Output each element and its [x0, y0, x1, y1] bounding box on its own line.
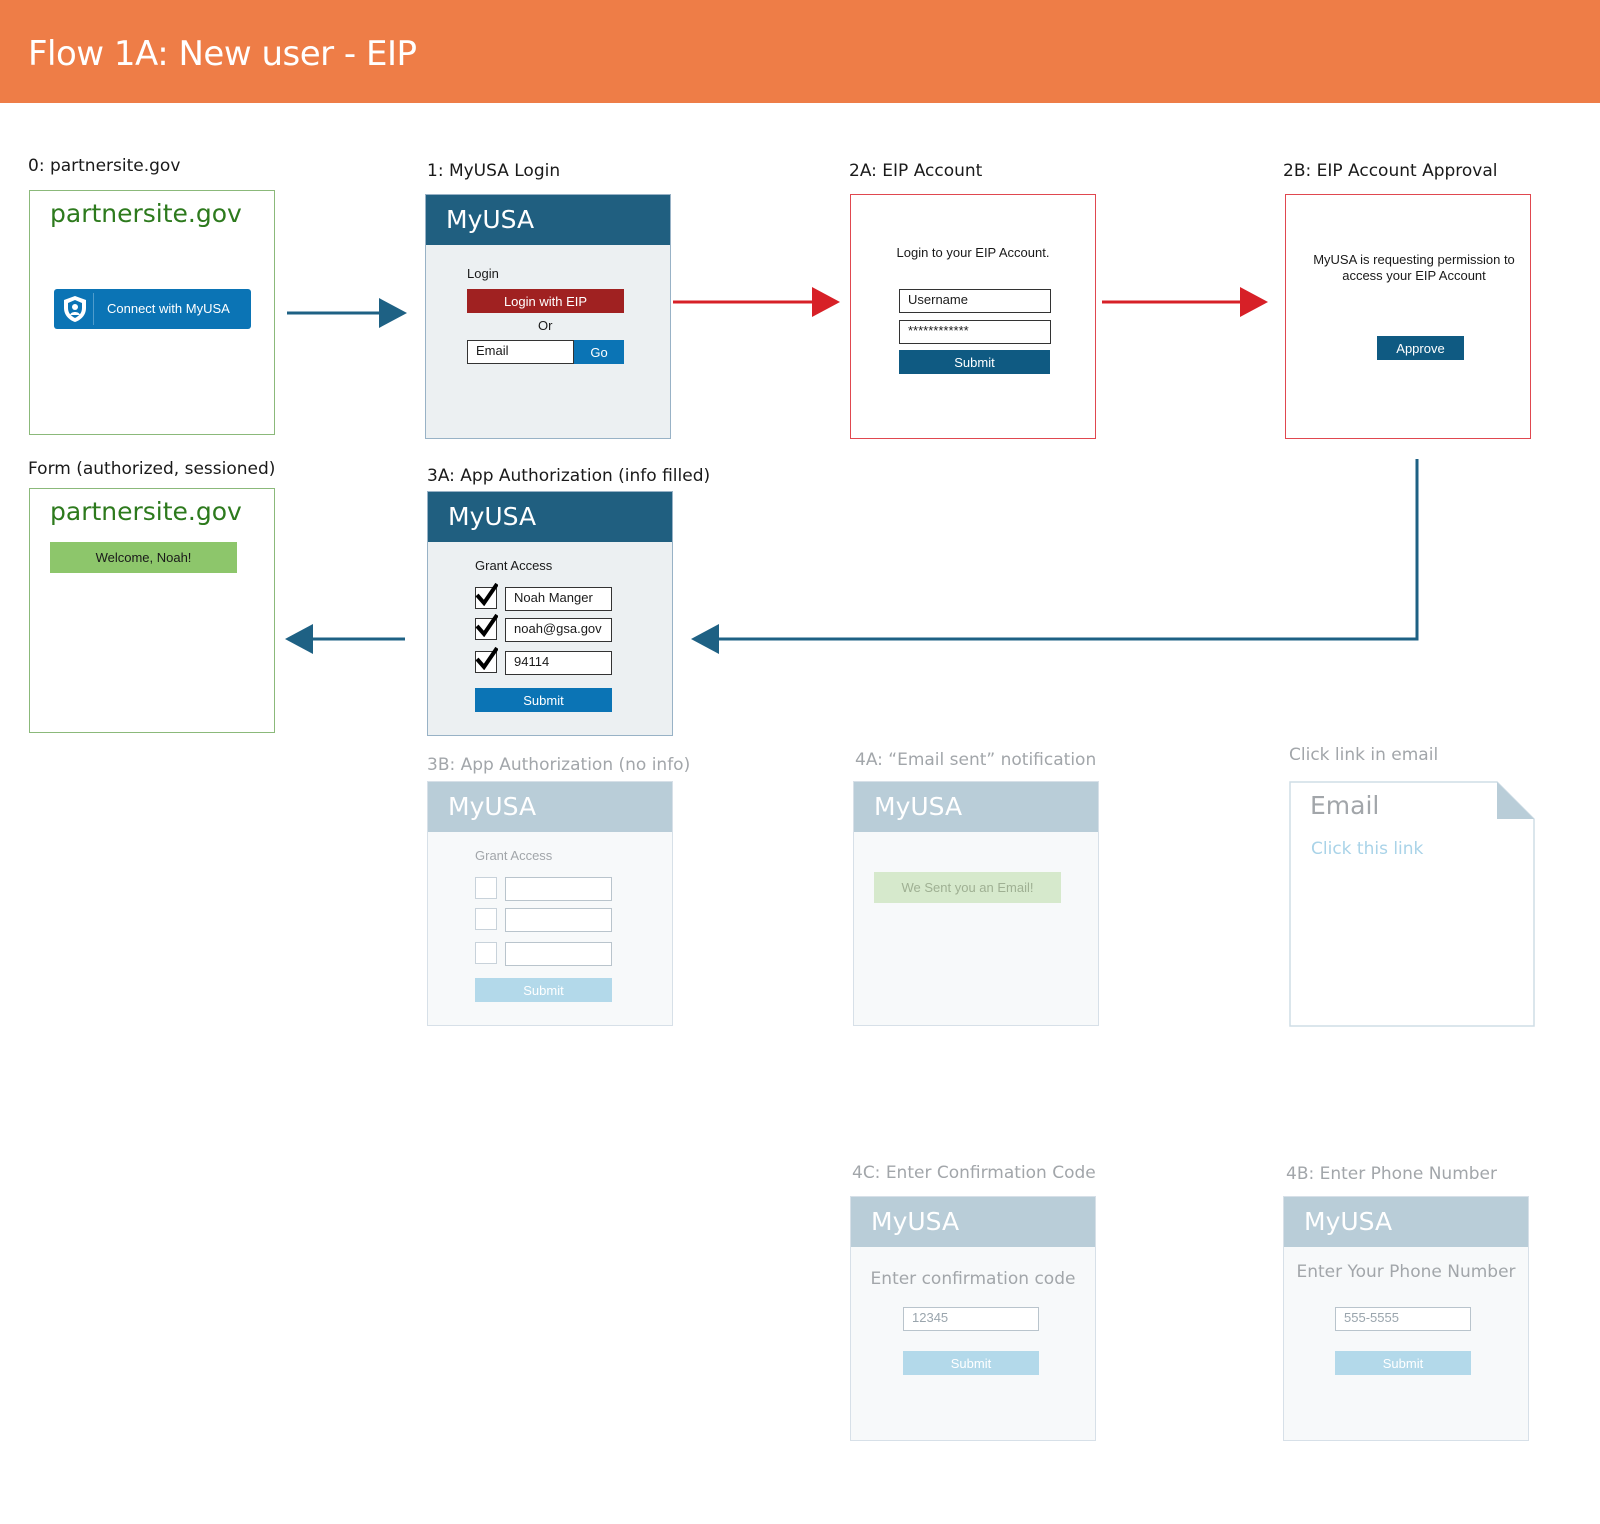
myusa-logo: MyUSA — [446, 205, 535, 234]
grant-zip-checkbox[interactable] — [475, 942, 497, 964]
myusa-brand-bar: MyUSA — [428, 492, 672, 542]
shield-icon — [60, 293, 90, 325]
phone-number-field[interactable]: 555-5555 — [1335, 1307, 1471, 1331]
step-4c-label: 4C: Enter Confirmation Code — [852, 1163, 1096, 1183]
step-3b-app-authorization: MyUSA Grant Access Submit — [427, 781, 673, 1026]
grant-email-checkbox[interactable] — [475, 908, 497, 930]
login-heading: Login — [467, 266, 499, 281]
confirmation-prompt: Enter confirmation code — [870, 1269, 1076, 1289]
grant-email-field[interactable]: noah@gsa.gov — [505, 618, 612, 642]
eip-submit-button[interactable]: Submit — [899, 350, 1050, 374]
step-1-label: 1: MyUSA Login — [427, 161, 561, 181]
login-with-eip-button[interactable]: Login with EIP — [467, 289, 624, 313]
form-partner-site: partnersite.gov Welcome, Noah! — [29, 488, 275, 733]
go-button[interactable]: Go — [574, 340, 624, 364]
email-document: Email Click this link — [1289, 781, 1535, 1027]
phone-submit-button[interactable]: Submit — [1335, 1351, 1471, 1375]
step-4c-confirmation-code: MyUSA Enter confirmation code 12345 Subm… — [850, 1196, 1096, 1441]
grant-zip-field[interactable]: 94114 — [505, 651, 612, 675]
grant-submit-button[interactable]: Submit — [475, 978, 612, 1002]
connect-myusa-button[interactable]: Connect with MyUSA — [54, 289, 251, 329]
myusa-brand-bar: MyUSA — [1284, 1197, 1528, 1247]
step-4a-email-sent: MyUSA We Sent you an Email! — [853, 781, 1099, 1026]
email-sent-notice: We Sent you an Email! — [874, 872, 1061, 903]
grant-name-checkbox[interactable] — [475, 877, 497, 899]
permission-message: MyUSA is requesting permission to access… — [1296, 252, 1532, 284]
myusa-brand-bar: MyUSA — [428, 782, 672, 832]
myusa-logo: MyUSA — [448, 502, 537, 531]
site-logo[interactable]: partnersite.gov — [50, 497, 242, 526]
arrow-2a-to-2b — [1102, 287, 1268, 317]
step-3a-label: 3A: App Authorization (info filled) — [427, 466, 711, 486]
myusa-logo: MyUSA — [1304, 1207, 1393, 1236]
eip-login-prompt: Login to your EIP Account. — [896, 245, 1050, 260]
myusa-brand-bar: MyUSA — [854, 782, 1098, 832]
confirmation-code-field[interactable]: 12345 — [903, 1307, 1039, 1331]
document-icon — [1289, 781, 1535, 1027]
or-text: Or — [538, 318, 553, 333]
approve-button[interactable]: Approve — [1377, 336, 1464, 360]
form-label: Form (authorized, sessioned) — [28, 459, 276, 479]
arrow-0-to-1 — [287, 298, 407, 328]
permission-message-line-1: MyUSA is requesting permission to — [1313, 252, 1515, 267]
grant-email-checkbox[interactable] — [475, 613, 498, 640]
step-3a-app-authorization: MyUSA Grant Access Noah Manger noah@gsa.… — [427, 491, 673, 736]
phone-prompt: Enter Your Phone Number — [1296, 1262, 1516, 1282]
grant-access-heading: Grant Access — [475, 848, 553, 863]
page-header: Flow 1A: New user - EIP — [0, 0, 1600, 103]
confirmation-submit-button[interactable]: Submit — [903, 1351, 1039, 1375]
step-4b-phone-number: MyUSA Enter Your Phone Number 555-5555 S… — [1283, 1196, 1529, 1441]
username-field[interactable]: Username — [899, 289, 1051, 313]
step-0-label: 0: partnersite.gov — [28, 156, 181, 176]
permission-message-line-2: access your EIP Account — [1342, 268, 1486, 283]
button-divider — [93, 293, 94, 325]
myusa-logo: MyUSA — [448, 792, 537, 821]
step-4b-label: 4B: Enter Phone Number — [1286, 1164, 1497, 1184]
arrow-1-to-2a — [673, 287, 840, 317]
email-field[interactable]: Email — [467, 340, 574, 364]
checkmark-icon — [475, 613, 498, 637]
myusa-logo: MyUSA — [874, 792, 963, 821]
myusa-brand-bar: MyUSA — [851, 1197, 1095, 1247]
step-3b-label: 3B: App Authorization (no info) — [427, 755, 691, 775]
step-1-myusa-login: MyUSA Login Login with EIP Or Email Go — [425, 194, 671, 439]
myusa-brand-bar: MyUSA — [426, 195, 670, 245]
step-0-partner-site: partnersite.gov Connect with MyUSA — [29, 190, 275, 435]
connect-myusa-label: Connect with MyUSA — [107, 301, 230, 316]
grant-submit-button[interactable]: Submit — [475, 688, 612, 712]
arrow-3a-to-form — [285, 624, 405, 654]
grant-zip-checkbox[interactable] — [475, 646, 498, 673]
step-2b-label: 2B: EIP Account Approval — [1283, 161, 1498, 181]
site-logo[interactable]: partnersite.gov — [50, 199, 242, 228]
step-2a-label: 2A: EIP Account — [849, 161, 983, 181]
step-4a-label: 4A: “Email sent” notification — [855, 750, 1097, 770]
myusa-logo: MyUSA — [871, 1207, 960, 1236]
checkmark-icon — [475, 646, 498, 670]
arrow-2b-to-3a — [691, 459, 1419, 654]
grant-name-field[interactable]: Noah Manger — [505, 587, 612, 611]
welcome-banner: Welcome, Noah! — [50, 542, 237, 573]
step-2b-eip-approval: MyUSA is requesting permission to access… — [1285, 194, 1531, 439]
grant-email-field[interactable] — [505, 908, 612, 932]
password-field[interactable]: ************ — [899, 320, 1051, 344]
grant-name-checkbox[interactable] — [475, 582, 498, 609]
grant-access-heading: Grant Access — [475, 558, 553, 573]
email-step-label: Click link in email — [1289, 745, 1439, 765]
email-confirm-link[interactable]: Click this link — [1311, 839, 1424, 859]
grant-name-field[interactable] — [505, 877, 612, 901]
grant-zip-field[interactable] — [505, 942, 612, 966]
step-2a-eip-account: Login to your EIP Account. Username ****… — [850, 194, 1096, 439]
page-title: Flow 1A: New user - EIP — [28, 34, 417, 74]
email-title: Email — [1310, 791, 1380, 820]
checkmark-icon — [475, 582, 498, 606]
